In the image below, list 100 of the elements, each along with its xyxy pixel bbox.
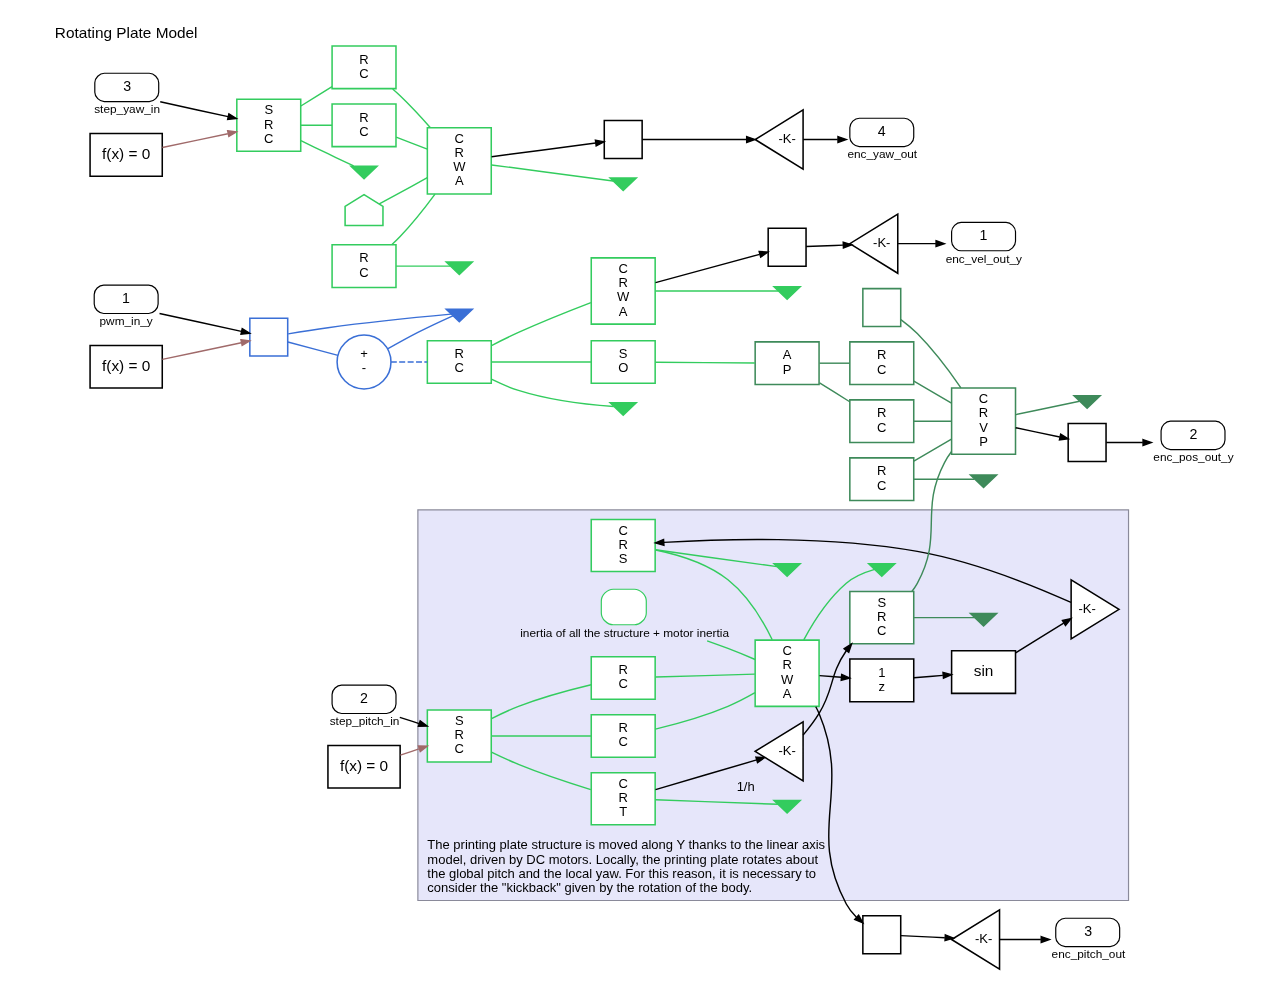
node-box: A P [753, 341, 820, 386]
connector [654, 692, 756, 730]
connector [394, 265, 451, 267]
arrow [161, 338, 252, 361]
node-ground [443, 308, 474, 323]
arrow [159, 101, 238, 121]
connector [910, 450, 952, 593]
connector [912, 420, 952, 422]
connector [654, 290, 779, 292]
node-ground [968, 612, 998, 627]
connector [912, 616, 975, 619]
node-box: C R W A [753, 639, 820, 708]
label: Rotating Plate Model [54, 24, 198, 42]
arrow [804, 241, 854, 249]
node-box: R C [330, 244, 397, 289]
arrow [161, 129, 238, 149]
node-box [861, 915, 901, 955]
connector [899, 318, 962, 389]
arrow [1014, 427, 1070, 441]
node-label: pwm_in_y [99, 314, 153, 329]
node-label: enc_pos_out_y [1152, 450, 1234, 465]
connector [490, 361, 592, 363]
node-ground [607, 177, 638, 192]
node-box: f(x) = 0 [88, 132, 163, 177]
connector [490, 735, 592, 737]
node-label: step_pitch_in [329, 714, 399, 729]
connector [490, 378, 614, 408]
connector [490, 684, 592, 720]
node-ground [348, 165, 379, 180]
node-box: C R S [590, 518, 656, 573]
node-box [1066, 422, 1107, 463]
arrow [896, 239, 946, 248]
node-label: enc_yaw_out [846, 147, 917, 162]
node-box: R C [590, 655, 656, 701]
connector [490, 164, 614, 182]
connector [1014, 400, 1080, 416]
arrow [912, 671, 954, 680]
connector [912, 478, 975, 480]
arrow [641, 135, 757, 144]
node-box: R C [848, 341, 914, 386]
node-box: R C [848, 457, 914, 502]
connector [654, 673, 756, 678]
node-box: C R V P [950, 387, 1016, 456]
arrow [490, 139, 606, 158]
node-box: 1 z [848, 658, 914, 703]
node-ground [866, 563, 897, 578]
node-box: R C [590, 713, 656, 759]
node-box [603, 119, 643, 160]
node-ground [968, 474, 998, 489]
arrow [1105, 438, 1153, 447]
node-ground [771, 799, 802, 814]
connector [818, 382, 850, 403]
node-box: sin [950, 650, 1016, 695]
arrow [814, 706, 864, 925]
node-label: enc_vel_out_y [945, 251, 1022, 266]
node-ground [1071, 394, 1102, 410]
node-box: S R C [848, 590, 914, 645]
connector [912, 438, 952, 462]
connector [390, 193, 436, 246]
node-ground [443, 261, 474, 276]
connector [391, 88, 431, 129]
node-box: S O [590, 339, 656, 385]
node-label: 1/h [736, 779, 755, 795]
node-label: step_yaw_in [93, 102, 160, 117]
node-ground [771, 563, 802, 578]
node-box: C R T [590, 771, 656, 826]
connector [490, 751, 592, 791]
arrow [801, 135, 848, 144]
connector [299, 139, 354, 167]
arrow [654, 250, 770, 284]
connector [286, 341, 339, 357]
arrow [652, 538, 1072, 604]
connector [802, 568, 875, 641]
connector [654, 799, 779, 805]
connector [654, 549, 778, 568]
arrow [818, 673, 852, 682]
node-box: S R C [235, 98, 301, 153]
node-circle: + - [335, 334, 392, 390]
node-ground [771, 286, 802, 301]
arrow [158, 312, 252, 336]
arrow [654, 756, 767, 791]
node-label: inertia of all the structure + motor inertia [519, 625, 729, 640]
node-box: C R W A [590, 257, 656, 325]
node-box: S R C [426, 709, 492, 763]
node-ground [607, 402, 638, 417]
connector [490, 301, 592, 347]
connector [378, 177, 428, 205]
connector [389, 361, 428, 363]
node-box: R C [426, 339, 492, 385]
arrow [899, 933, 956, 942]
connector [299, 124, 333, 127]
connector [912, 380, 952, 404]
node-box: C R W A [426, 126, 492, 195]
arrow [801, 642, 853, 736]
node-box [248, 317, 288, 357]
arrow [1014, 617, 1073, 654]
node-box: f(x) = 0 [88, 344, 163, 389]
connector [654, 361, 756, 364]
connector [394, 136, 428, 150]
node-dome [343, 193, 384, 227]
